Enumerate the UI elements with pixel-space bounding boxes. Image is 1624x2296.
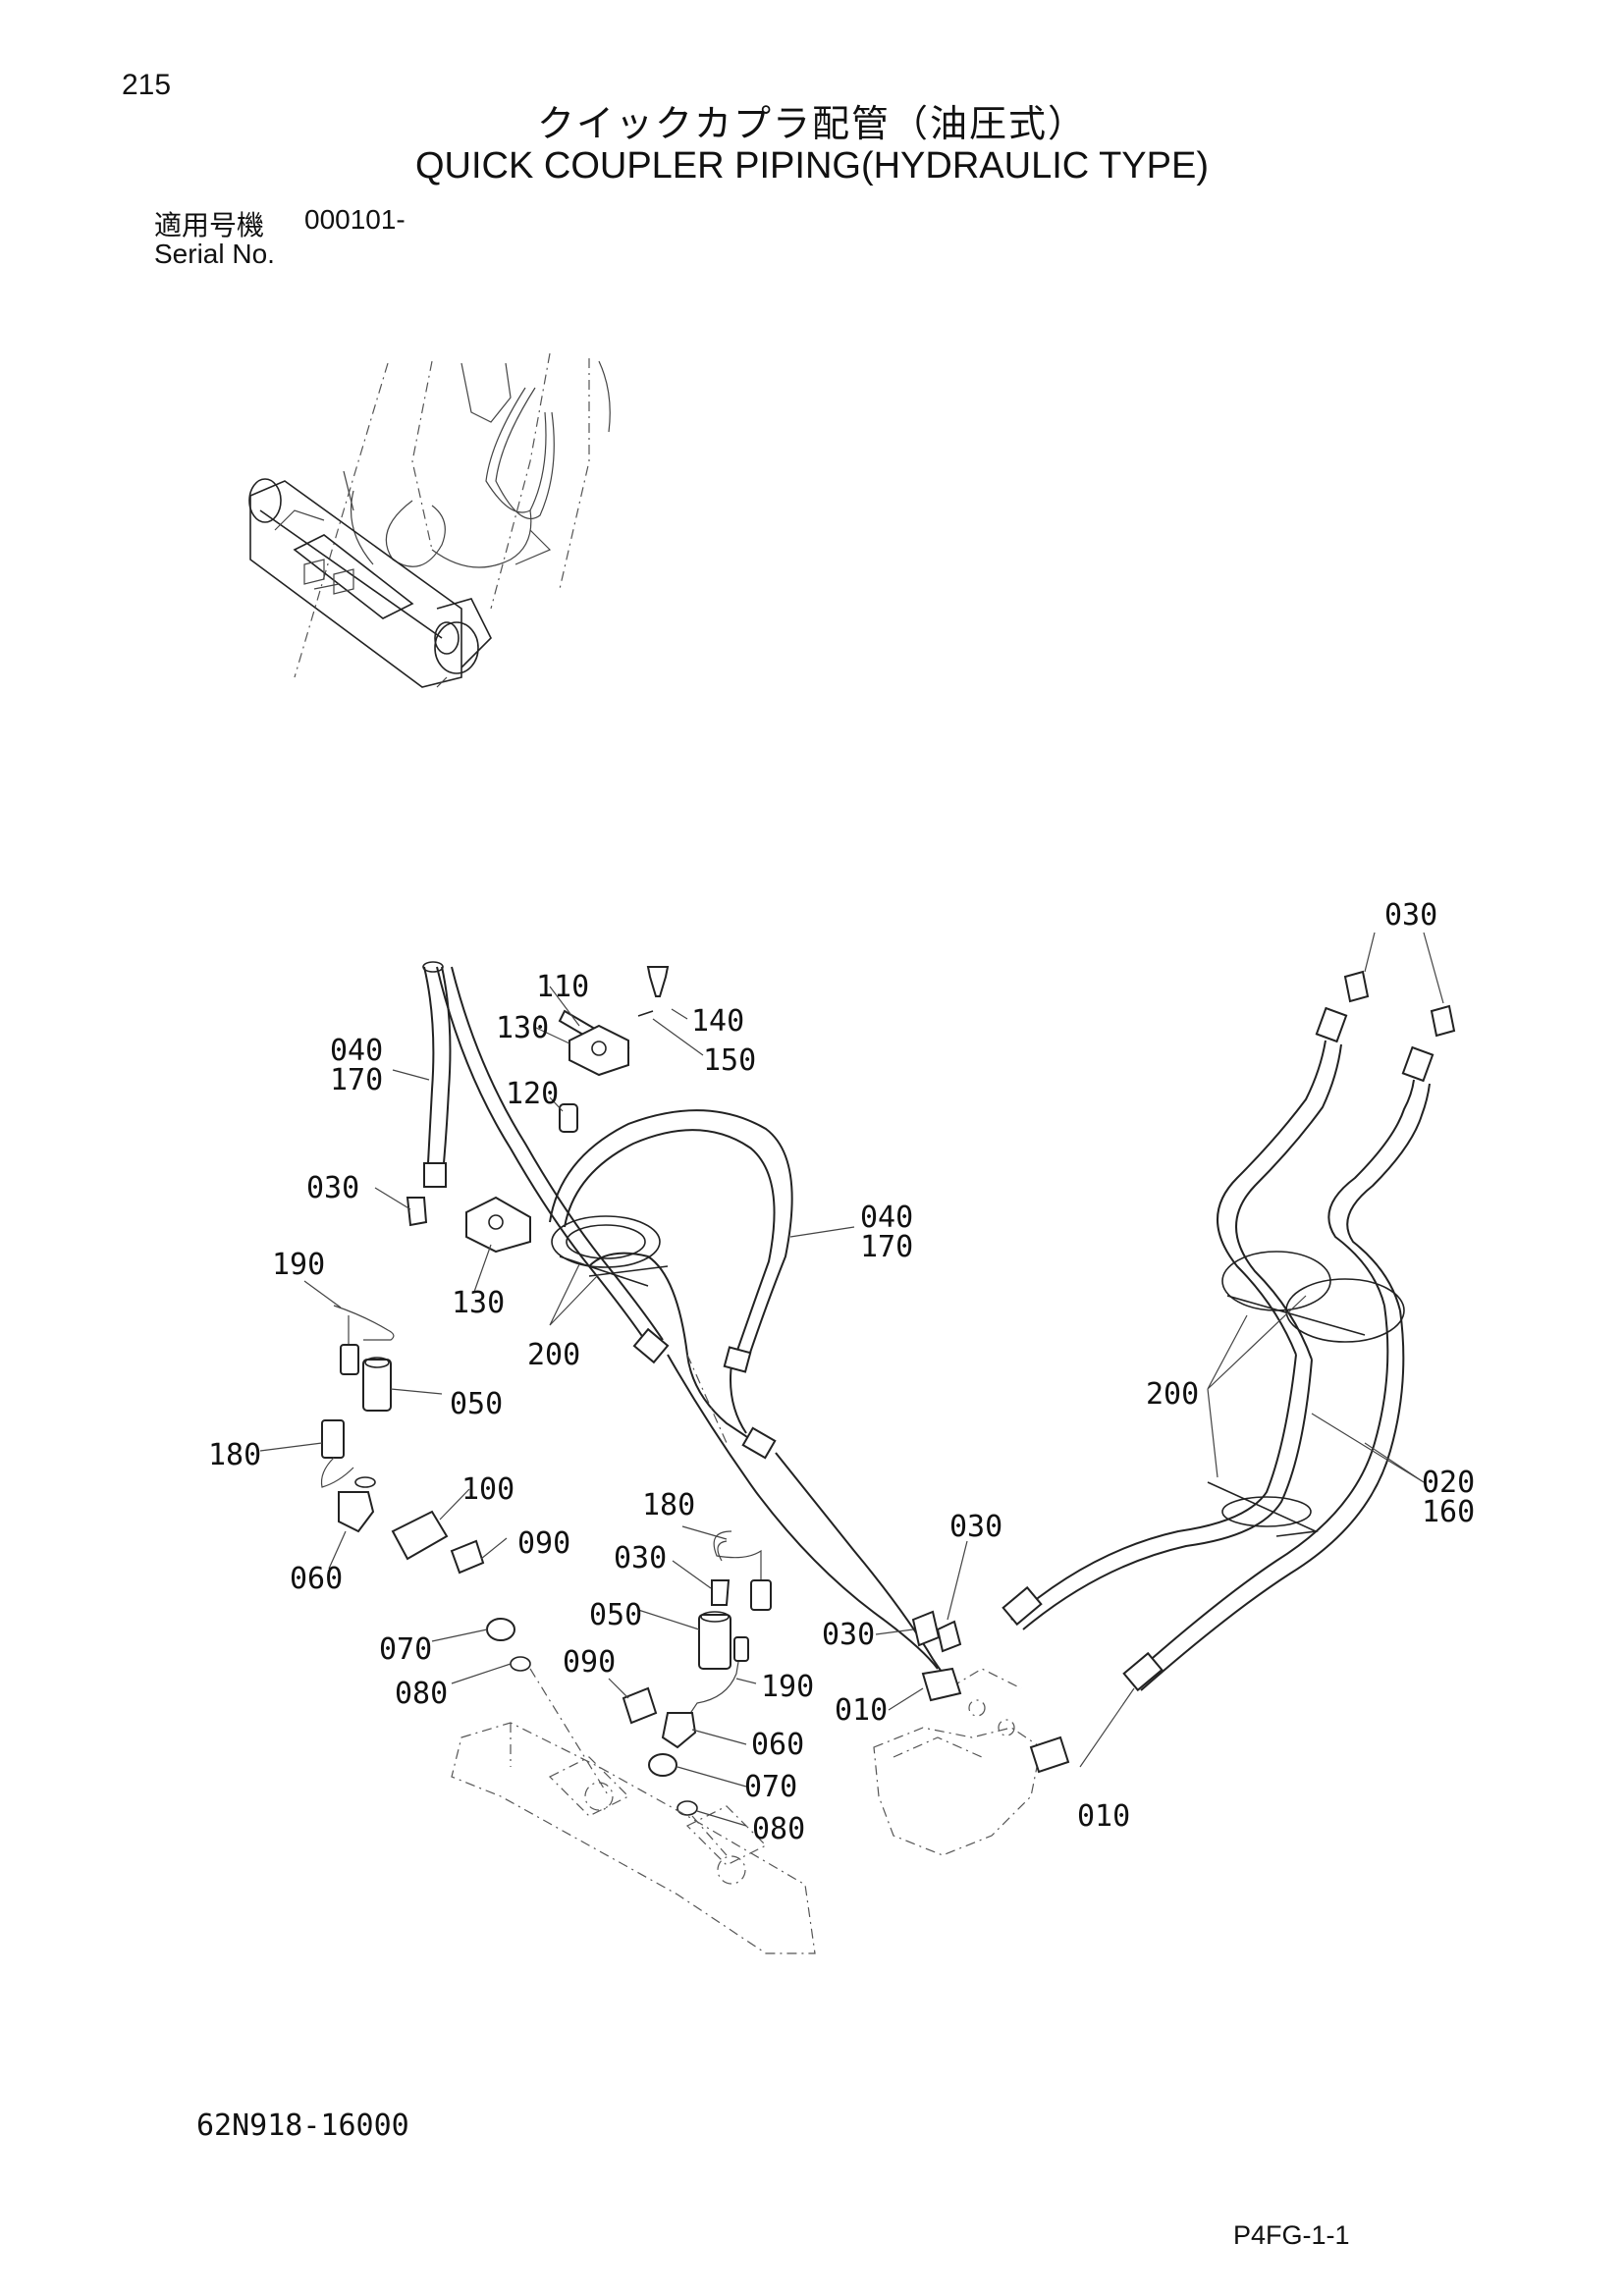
serial-label-english: Serial No. (154, 239, 275, 269)
callout-090-center: 090 (563, 1645, 616, 1680)
leader-lines (259, 932, 1444, 1827)
callout-130-upper: 130 (496, 1011, 549, 1045)
callout-190-left: 190 (272, 1248, 325, 1282)
overview-illustration (248, 352, 611, 688)
callout-170-right: 170 (860, 1230, 913, 1264)
callout-030-left: 030 (306, 1171, 359, 1205)
callout-070-center: 070 (744, 1770, 797, 1804)
callout-020: 020 (1422, 1466, 1475, 1500)
callout-060-left: 060 (290, 1562, 343, 1596)
callout-050-center: 050 (589, 1598, 642, 1632)
callout-040-right: 040 (860, 1201, 913, 1235)
callout-100: 100 (461, 1472, 514, 1507)
serial-number-value: 000101- (304, 204, 406, 235)
callout-090-left: 090 (517, 1526, 570, 1561)
callout-070-left: 070 (379, 1632, 432, 1667)
drawing-code: 62N918-16000 (196, 2109, 409, 2143)
page-number: 215 (122, 69, 172, 101)
callout-050-left: 050 (450, 1387, 503, 1421)
callout-170-left: 170 (330, 1063, 383, 1097)
callout-190-center: 190 (761, 1670, 814, 1704)
callout-150: 150 (703, 1043, 756, 1078)
callout-200-right: 200 (1146, 1377, 1199, 1412)
callout-130-lower: 130 (452, 1286, 505, 1320)
callout-080-center: 080 (752, 1812, 805, 1846)
callout-030-lower-right: 030 (822, 1618, 875, 1652)
callout-040-left: 040 (330, 1034, 383, 1068)
callout-120: 120 (506, 1077, 559, 1111)
callout-080-left: 080 (395, 1677, 448, 1711)
callout-030-top-right: 030 (1384, 898, 1437, 933)
callout-110: 110 (536, 970, 589, 1004)
callout-160: 160 (1422, 1495, 1475, 1529)
page-reference: P4FG-1-1 (1233, 2220, 1350, 2250)
callout-060-center: 060 (751, 1728, 804, 1762)
exploded-view (320, 961, 1456, 1954)
page-title-english: QUICK COUPLER PIPING(HYDRAULIC TYPE) (414, 145, 1209, 187)
callout-180-center: 180 (642, 1488, 695, 1522)
callout-200-left: 200 (527, 1338, 580, 1372)
callout-030-center: 030 (614, 1541, 667, 1575)
callout-140: 140 (691, 1004, 744, 1039)
callout-010-right: 010 (1077, 1799, 1130, 1834)
callout-180-left: 180 (208, 1438, 261, 1472)
callout-030-upper-right-center: 030 (949, 1510, 1002, 1544)
callout-010-left: 010 (835, 1693, 888, 1728)
callout-labels: 030 040 170 110 130 140 150 120 030 190 … (208, 898, 1475, 1846)
page-title-japanese: クイックカプラ配管（油圧式） (536, 102, 1087, 145)
serial-label-japanese: 適用号機 (154, 209, 265, 241)
